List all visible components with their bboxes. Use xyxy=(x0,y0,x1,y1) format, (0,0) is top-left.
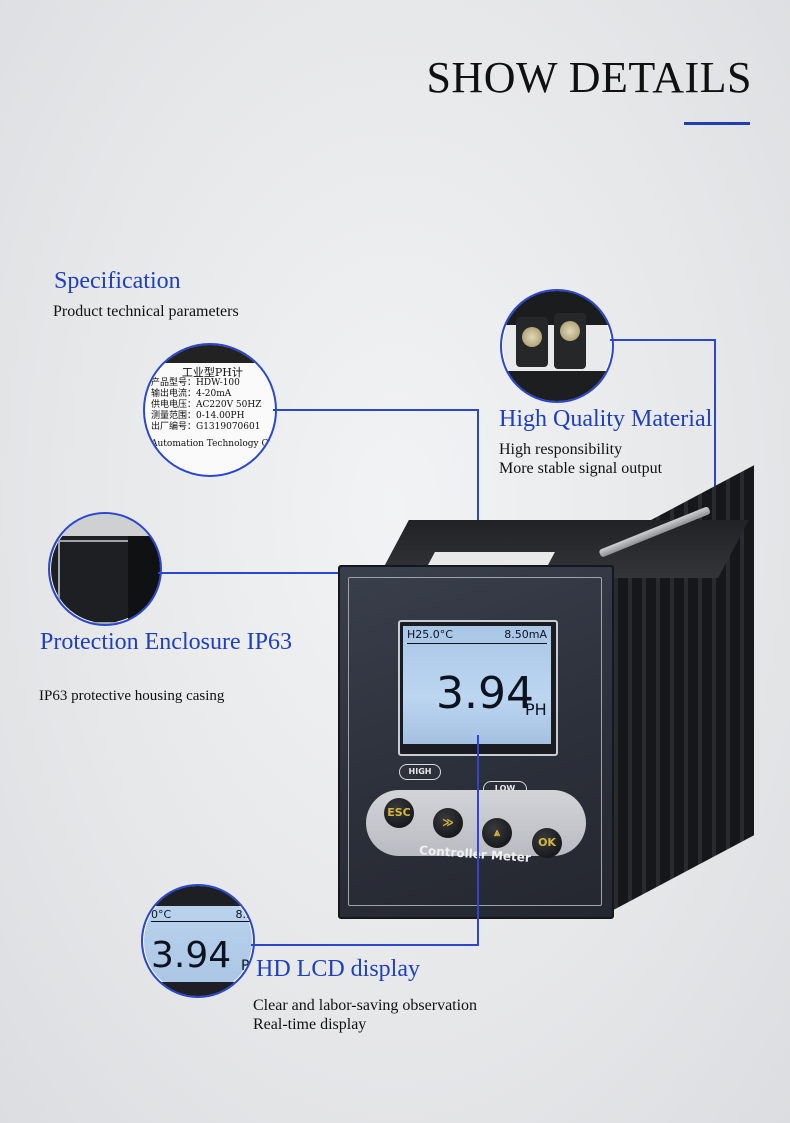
terminal-magnifier xyxy=(500,289,614,403)
enclosure-heading: Protection Enclosure IP63 xyxy=(40,629,292,655)
enclosure-magnifier xyxy=(48,512,162,626)
lcd-temperature: H25.0°C xyxy=(407,628,453,641)
lcd-screen: H25.0°C 8.50mA 3.94 PH xyxy=(403,626,551,744)
spec-label-line: 出厂编号：G1319070601 xyxy=(151,422,261,432)
lcd-line: Real-time display xyxy=(253,1016,367,1033)
up-button[interactable]: ⩓ xyxy=(482,818,512,848)
spec-label-line: Automation Technology Co xyxy=(151,439,274,449)
lcd-unit: PH xyxy=(525,700,547,719)
enclosure-subtitle: IP63 protective housing casing xyxy=(39,688,225,704)
lcd-heading: HD LCD display xyxy=(256,956,420,982)
ok-button[interactable]: OK xyxy=(532,828,562,858)
spec-label-line: 测量范围：0-14.00PH xyxy=(151,411,245,421)
material-line: More stable signal output xyxy=(499,460,663,477)
spec-label-line: 产品型号：HDW-100 xyxy=(151,378,240,388)
spec-label-line: 工业型PH计 xyxy=(181,366,243,379)
zoom-current: 8.5 xyxy=(235,908,254,921)
spec-label-line: 输出电流：4-20mA xyxy=(151,389,232,399)
shift-button[interactable]: ≫ xyxy=(433,808,463,838)
lcd-magnifier: 0°C 8.5 3.94 P xyxy=(141,884,255,998)
device-bezel xyxy=(348,577,602,906)
enclosure-connector xyxy=(158,572,376,574)
material-line: High responsibility xyxy=(499,441,623,458)
lcd-ph-value: 3.94 xyxy=(436,668,534,719)
spec-subtitle: Product technical parameters xyxy=(53,303,239,320)
material-heading: High Quality Material xyxy=(499,406,713,432)
spec-connector xyxy=(477,409,479,571)
keypad: ESC ≫ ⩓ OK xyxy=(366,790,586,858)
high-indicator: HIGH xyxy=(399,764,441,780)
zoom-unit: P xyxy=(241,958,250,974)
title-underline xyxy=(684,122,750,125)
zoom-ph-value: 3.94 xyxy=(151,935,232,976)
zoom-temperature: 0°C xyxy=(151,908,172,921)
page-title: SHOW DETAILS xyxy=(426,53,752,102)
spec-connector xyxy=(273,409,478,411)
spec-label-magnifier: 工业型PH计 产品型号：HDW-100 输出电流：4-20mA 供电电压：AC2… xyxy=(143,343,277,477)
lcd-current: 8.50mA xyxy=(504,628,547,641)
material-connector xyxy=(714,339,716,569)
spec-label-line: 供电电压：AC220V 50HZ xyxy=(151,400,262,410)
lcd-connector xyxy=(477,735,479,945)
lcd-line: Clear and labor-saving observation xyxy=(253,997,478,1014)
material-connector xyxy=(610,339,715,341)
esc-button[interactable]: ESC xyxy=(384,798,414,828)
spec-heading: Specification xyxy=(54,268,181,294)
lcd-connector xyxy=(251,944,479,946)
